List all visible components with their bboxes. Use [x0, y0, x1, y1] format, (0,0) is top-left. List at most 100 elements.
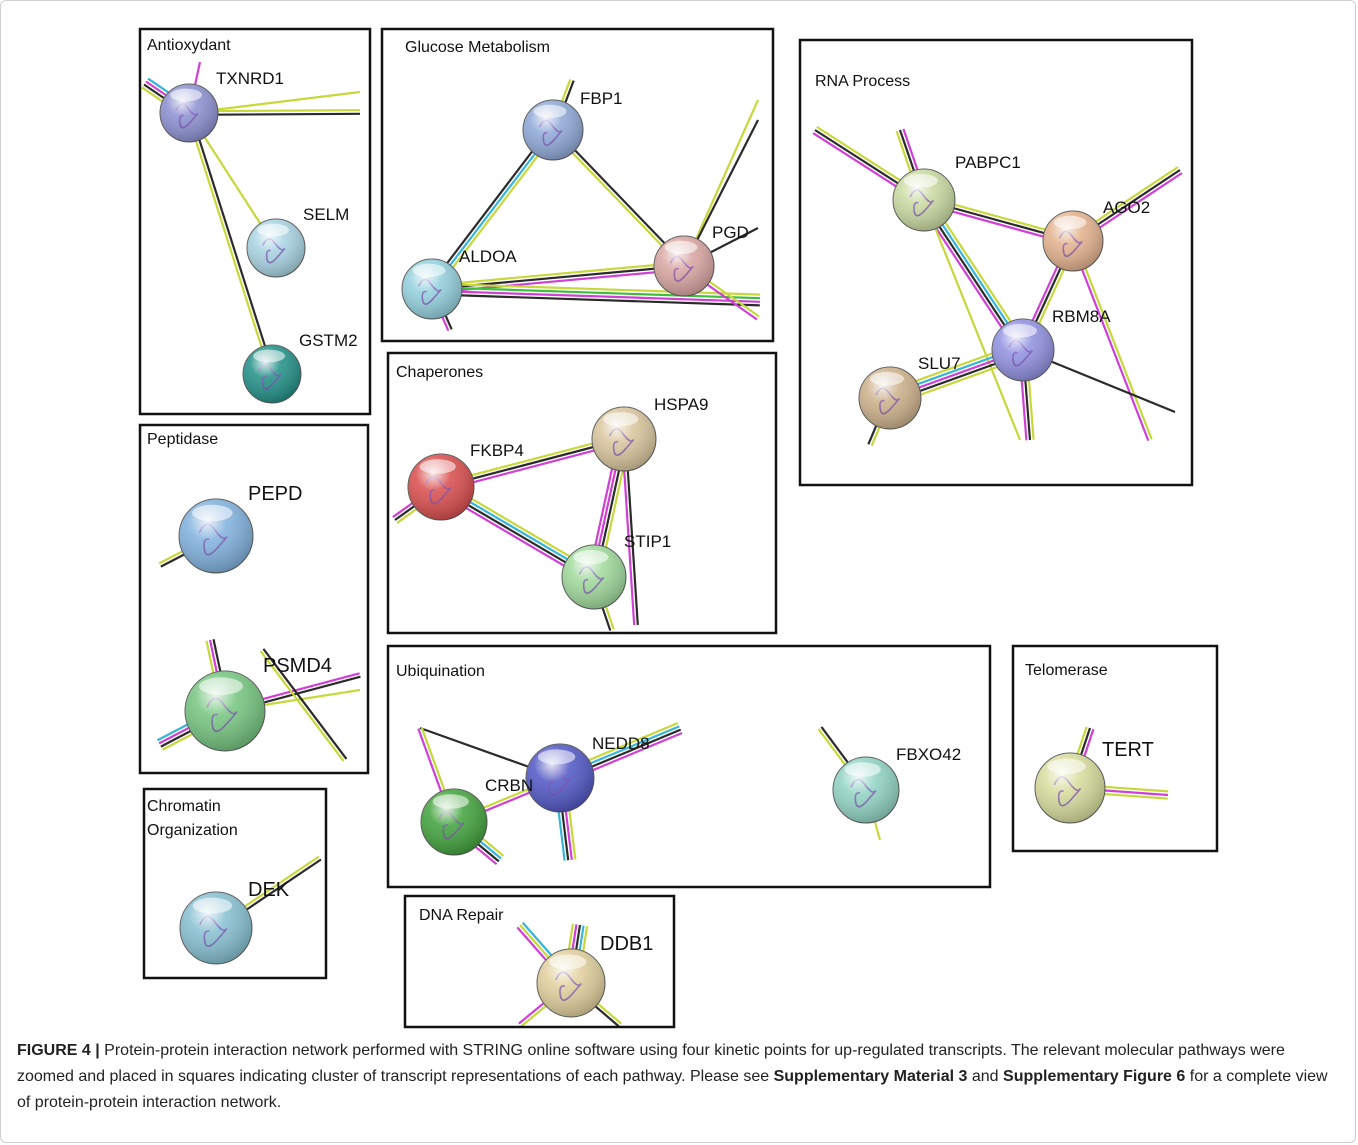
node-label-dek: DEK — [248, 879, 290, 901]
node-label-pepd: PEPD — [248, 483, 302, 505]
edge-13 — [431, 282, 761, 307]
node-dek[interactable] — [179, 891, 253, 965]
node-gloss — [1053, 215, 1087, 229]
edge-line — [186, 113, 272, 375]
node-psmd4[interactable] — [184, 670, 266, 752]
node-pepd[interactable] — [178, 498, 254, 574]
node-label-ddb1: DDB1 — [600, 933, 653, 955]
node-tert[interactable] — [1034, 752, 1106, 824]
node-gstm2[interactable] — [242, 344, 302, 404]
edge-line — [550, 130, 684, 269]
cluster-box-glucose-metabolism: Glucose Metabolism — [380, 27, 775, 343]
edge-line — [1073, 239, 1153, 440]
node-label-selm: SELM — [303, 205, 349, 224]
node-label-slu7: SLU7 — [918, 354, 961, 373]
box-title-glucose: Glucose Metabolism — [405, 39, 550, 56]
node-label-pgd: PGD — [712, 223, 749, 242]
node-fkbp4[interactable] — [407, 453, 475, 521]
node-gloss — [844, 762, 881, 777]
edge-line — [431, 129, 554, 290]
node-gloss — [1047, 758, 1086, 774]
node-label-psmd4: PSMD4 — [263, 655, 332, 677]
caption-ref-supplementary-figure: Supplementary Figure 6 — [1003, 1068, 1186, 1085]
cluster-box-dna-repair: DNA Repair — [403, 894, 676, 1029]
edge-33 — [259, 648, 348, 762]
node-label-fbp1: FBP1 — [580, 89, 623, 108]
node-gloss — [257, 223, 290, 237]
node-label-gstm2: GSTM2 — [299, 331, 358, 350]
node-label-stip1: STIP1 — [624, 532, 671, 551]
node-gloss — [191, 504, 233, 522]
node-label-txnrd1: TXNRD1 — [216, 69, 284, 88]
edge-line — [262, 648, 348, 760]
node-stip1[interactable] — [561, 544, 627, 610]
node-rbm8a[interactable] — [991, 318, 1055, 382]
node-ddb1[interactable] — [536, 948, 606, 1018]
cluster-box-chromatin-organization: Chromatin Organization — [142, 787, 328, 980]
node-label-fkbp4: FKBP4 — [470, 441, 524, 460]
node-label-aldoa: ALDOA — [459, 247, 517, 266]
edge-line — [259, 650, 345, 762]
node-gloss — [548, 954, 587, 970]
cluster-box-ubiquination: Ubiquination — [386, 644, 992, 889]
node-label-crbn: CRBN — [485, 776, 533, 795]
node-gloss — [573, 550, 609, 565]
node-gloss — [537, 749, 576, 765]
node-txnrd1[interactable] — [159, 83, 219, 143]
node-pabpc1[interactable] — [892, 168, 956, 232]
node-aldoa[interactable] — [401, 258, 463, 320]
node-gloss — [199, 677, 243, 695]
cluster-box-chaperones: Chaperones — [386, 351, 778, 635]
nodes-layer — [159, 83, 1106, 1018]
node-gloss — [903, 173, 938, 188]
edge-6 — [428, 127, 557, 292]
edge-line — [433, 131, 557, 292]
box-title-telomerase: Telomerase — [1025, 662, 1108, 679]
box-title-dna: DNA Repair — [419, 907, 504, 924]
node-gloss — [1002, 323, 1037, 338]
caption-ref-supplementary-material: Supplementary Material 3 — [773, 1068, 968, 1085]
node-gloss — [869, 371, 904, 386]
node-selm[interactable] — [246, 218, 306, 278]
edge-line — [432, 286, 761, 300]
edge-line — [431, 261, 684, 287]
node-gloss — [253, 349, 286, 363]
node-gloss — [419, 459, 456, 474]
box-title-antioxydant: Antioxydant — [147, 37, 231, 54]
box-title-rna: RNA Process — [815, 73, 910, 90]
cluster-box-antioxydant: Antioxydant — [138, 27, 372, 416]
node-gloss — [603, 412, 639, 427]
node-nedd8[interactable] — [525, 743, 595, 813]
node-gloss — [432, 794, 469, 809]
node-label-pabpc1: PABPC1 — [955, 153, 1021, 172]
edge-23 — [1070, 239, 1153, 442]
edge-line — [428, 127, 552, 288]
node-slu7[interactable] — [858, 366, 922, 430]
node-label-hspa9: HSPA9 — [654, 395, 709, 414]
node-gloss — [533, 104, 567, 118]
node-labels: TXNRD1 SELM GSTM2 FBP1 ALDOA PGD PABPC1 … — [216, 69, 1154, 955]
edge-line — [189, 112, 275, 374]
network-diagram: Antioxydant Glucose Metabolism RNA Proce… — [138, 27, 1219, 1029]
box-title-chromatin-line1: Chromatin — [147, 798, 221, 815]
node-crbn[interactable] — [420, 788, 488, 856]
box-title-chaperones: Chaperones — [396, 364, 483, 381]
edge-line — [1070, 241, 1150, 442]
cluster-box-peptidase: Peptidase — [138, 423, 370, 775]
node-ago2[interactable] — [1042, 210, 1104, 272]
node-hspa9[interactable] — [591, 406, 657, 472]
edge-line — [431, 293, 760, 307]
edge-line — [922, 199, 1022, 441]
box-title-chromatin-line2: Organization — [147, 822, 238, 839]
cluster-box-telomerase: Telomerase — [1011, 644, 1219, 853]
node-gloss — [664, 240, 698, 254]
edge-line — [432, 282, 761, 296]
node-pgd[interactable] — [653, 235, 715, 297]
node-label-tert: TERT — [1102, 739, 1154, 761]
node-gloss — [170, 88, 203, 102]
box-title-ubiquination: Ubiquination — [396, 663, 485, 680]
node-fbp1[interactable] — [522, 99, 584, 161]
node-fbxo42[interactable] — [832, 756, 900, 824]
edge-20 — [922, 199, 1022, 441]
edge-4 — [186, 112, 275, 375]
